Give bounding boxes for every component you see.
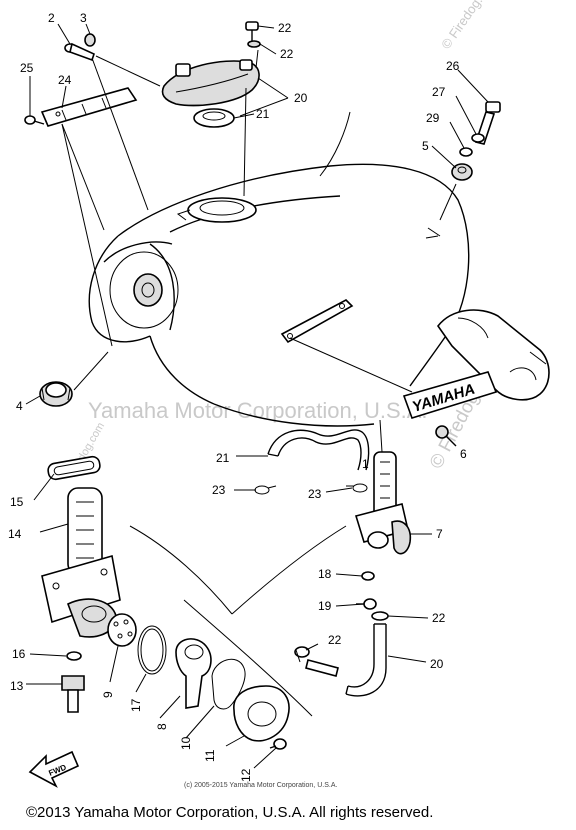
plate-9	[107, 613, 137, 647]
washer-18	[361, 571, 375, 581]
callout-25: 21	[256, 107, 270, 121]
callout-leaders	[25, 23, 489, 769]
callout-5: 5	[422, 139, 429, 153]
strainer-right	[373, 451, 397, 519]
callout-22-right: 22	[432, 611, 446, 625]
side-cover	[437, 309, 550, 401]
clip-23-left	[254, 485, 277, 495]
callout-16: 16	[12, 647, 26, 661]
callout-21: 21	[216, 451, 230, 465]
callout-24: 20	[294, 91, 308, 105]
callout-7: 7	[436, 527, 443, 541]
callout-20: 20	[430, 657, 444, 671]
callout-14: 14	[8, 527, 22, 541]
lever-8	[175, 638, 212, 709]
washer-33	[459, 147, 473, 157]
callout-18: 18	[318, 567, 332, 581]
callout-26: 22	[278, 21, 292, 35]
callout-numbers: 2 3 25 24 22 22 20 21 26 27 29 5 4 6 15 …	[8, 11, 467, 782]
grommet-3	[84, 33, 96, 47]
watermark-site-corner: © Firedog.com	[438, 0, 499, 52]
callout-27: 22	[280, 47, 294, 61]
copyright-notice: ©2013 Yamaha Motor Corporation, U.S.A. A…	[26, 804, 434, 821]
callout-8: 8	[155, 723, 169, 730]
callout-31: 26	[446, 59, 460, 73]
callout-13: 13	[10, 679, 24, 693]
cap-screw	[245, 21, 261, 48]
callout-11: 11	[203, 749, 217, 762]
callout-12: 12	[239, 768, 253, 782]
emblem-screw	[435, 425, 457, 447]
screw-30	[24, 115, 45, 125]
callout-32: 27	[432, 85, 446, 99]
clip-22-right	[371, 611, 389, 621]
petcock-body-left	[41, 554, 121, 638]
damper-5	[451, 163, 473, 181]
watermark-main: Yamaha Motor Corporation, U.S.A.	[88, 398, 428, 423]
clip-23-right	[346, 483, 368, 493]
fitting-13	[61, 675, 85, 713]
tank-emblem: YAMAHA	[402, 371, 498, 419]
hose-22-stub	[305, 659, 339, 677]
callout-9: 9	[101, 691, 115, 698]
clip-22-left	[294, 646, 310, 663]
callout-29: 24	[58, 73, 72, 87]
callout-15: 15	[10, 495, 24, 509]
callout-22-left: 22	[328, 633, 342, 647]
fuel-tank	[88, 111, 470, 427]
cap-gasket	[193, 108, 235, 128]
callout-10: 10	[179, 736, 193, 750]
fwd-arrow: FWD	[28, 750, 80, 788]
hose-21	[267, 429, 370, 471]
callout-23-left: 23	[212, 483, 226, 497]
credit-line: (c) 2005-2015 Yamaha Motor Corporation, …	[184, 782, 337, 789]
callout-33: 29	[426, 111, 440, 125]
callout-17: 17	[129, 698, 143, 712]
tank-cap	[161, 59, 260, 107]
callout-2: 2	[48, 11, 55, 25]
oring-17	[137, 625, 167, 675]
drain-plug-4	[39, 381, 73, 407]
petcock-7	[354, 503, 412, 555]
callout-30: 25	[20, 61, 34, 75]
callout-3: 3	[80, 11, 87, 25]
washer-32	[471, 133, 485, 143]
oring-16	[66, 651, 82, 661]
screw-12	[269, 738, 287, 750]
callout-4: 4	[16, 399, 23, 413]
callout-6: 6	[460, 447, 467, 461]
plate-29	[40, 87, 138, 127]
leader-lines	[61, 49, 457, 717]
cover-11	[233, 685, 290, 742]
gasket-10	[211, 658, 246, 710]
hose-20	[345, 623, 387, 697]
callout-19: 19	[318, 599, 332, 613]
gasket-15	[47, 455, 101, 481]
callout-1: 1	[362, 457, 369, 471]
callout-23-right: 23	[308, 487, 322, 501]
